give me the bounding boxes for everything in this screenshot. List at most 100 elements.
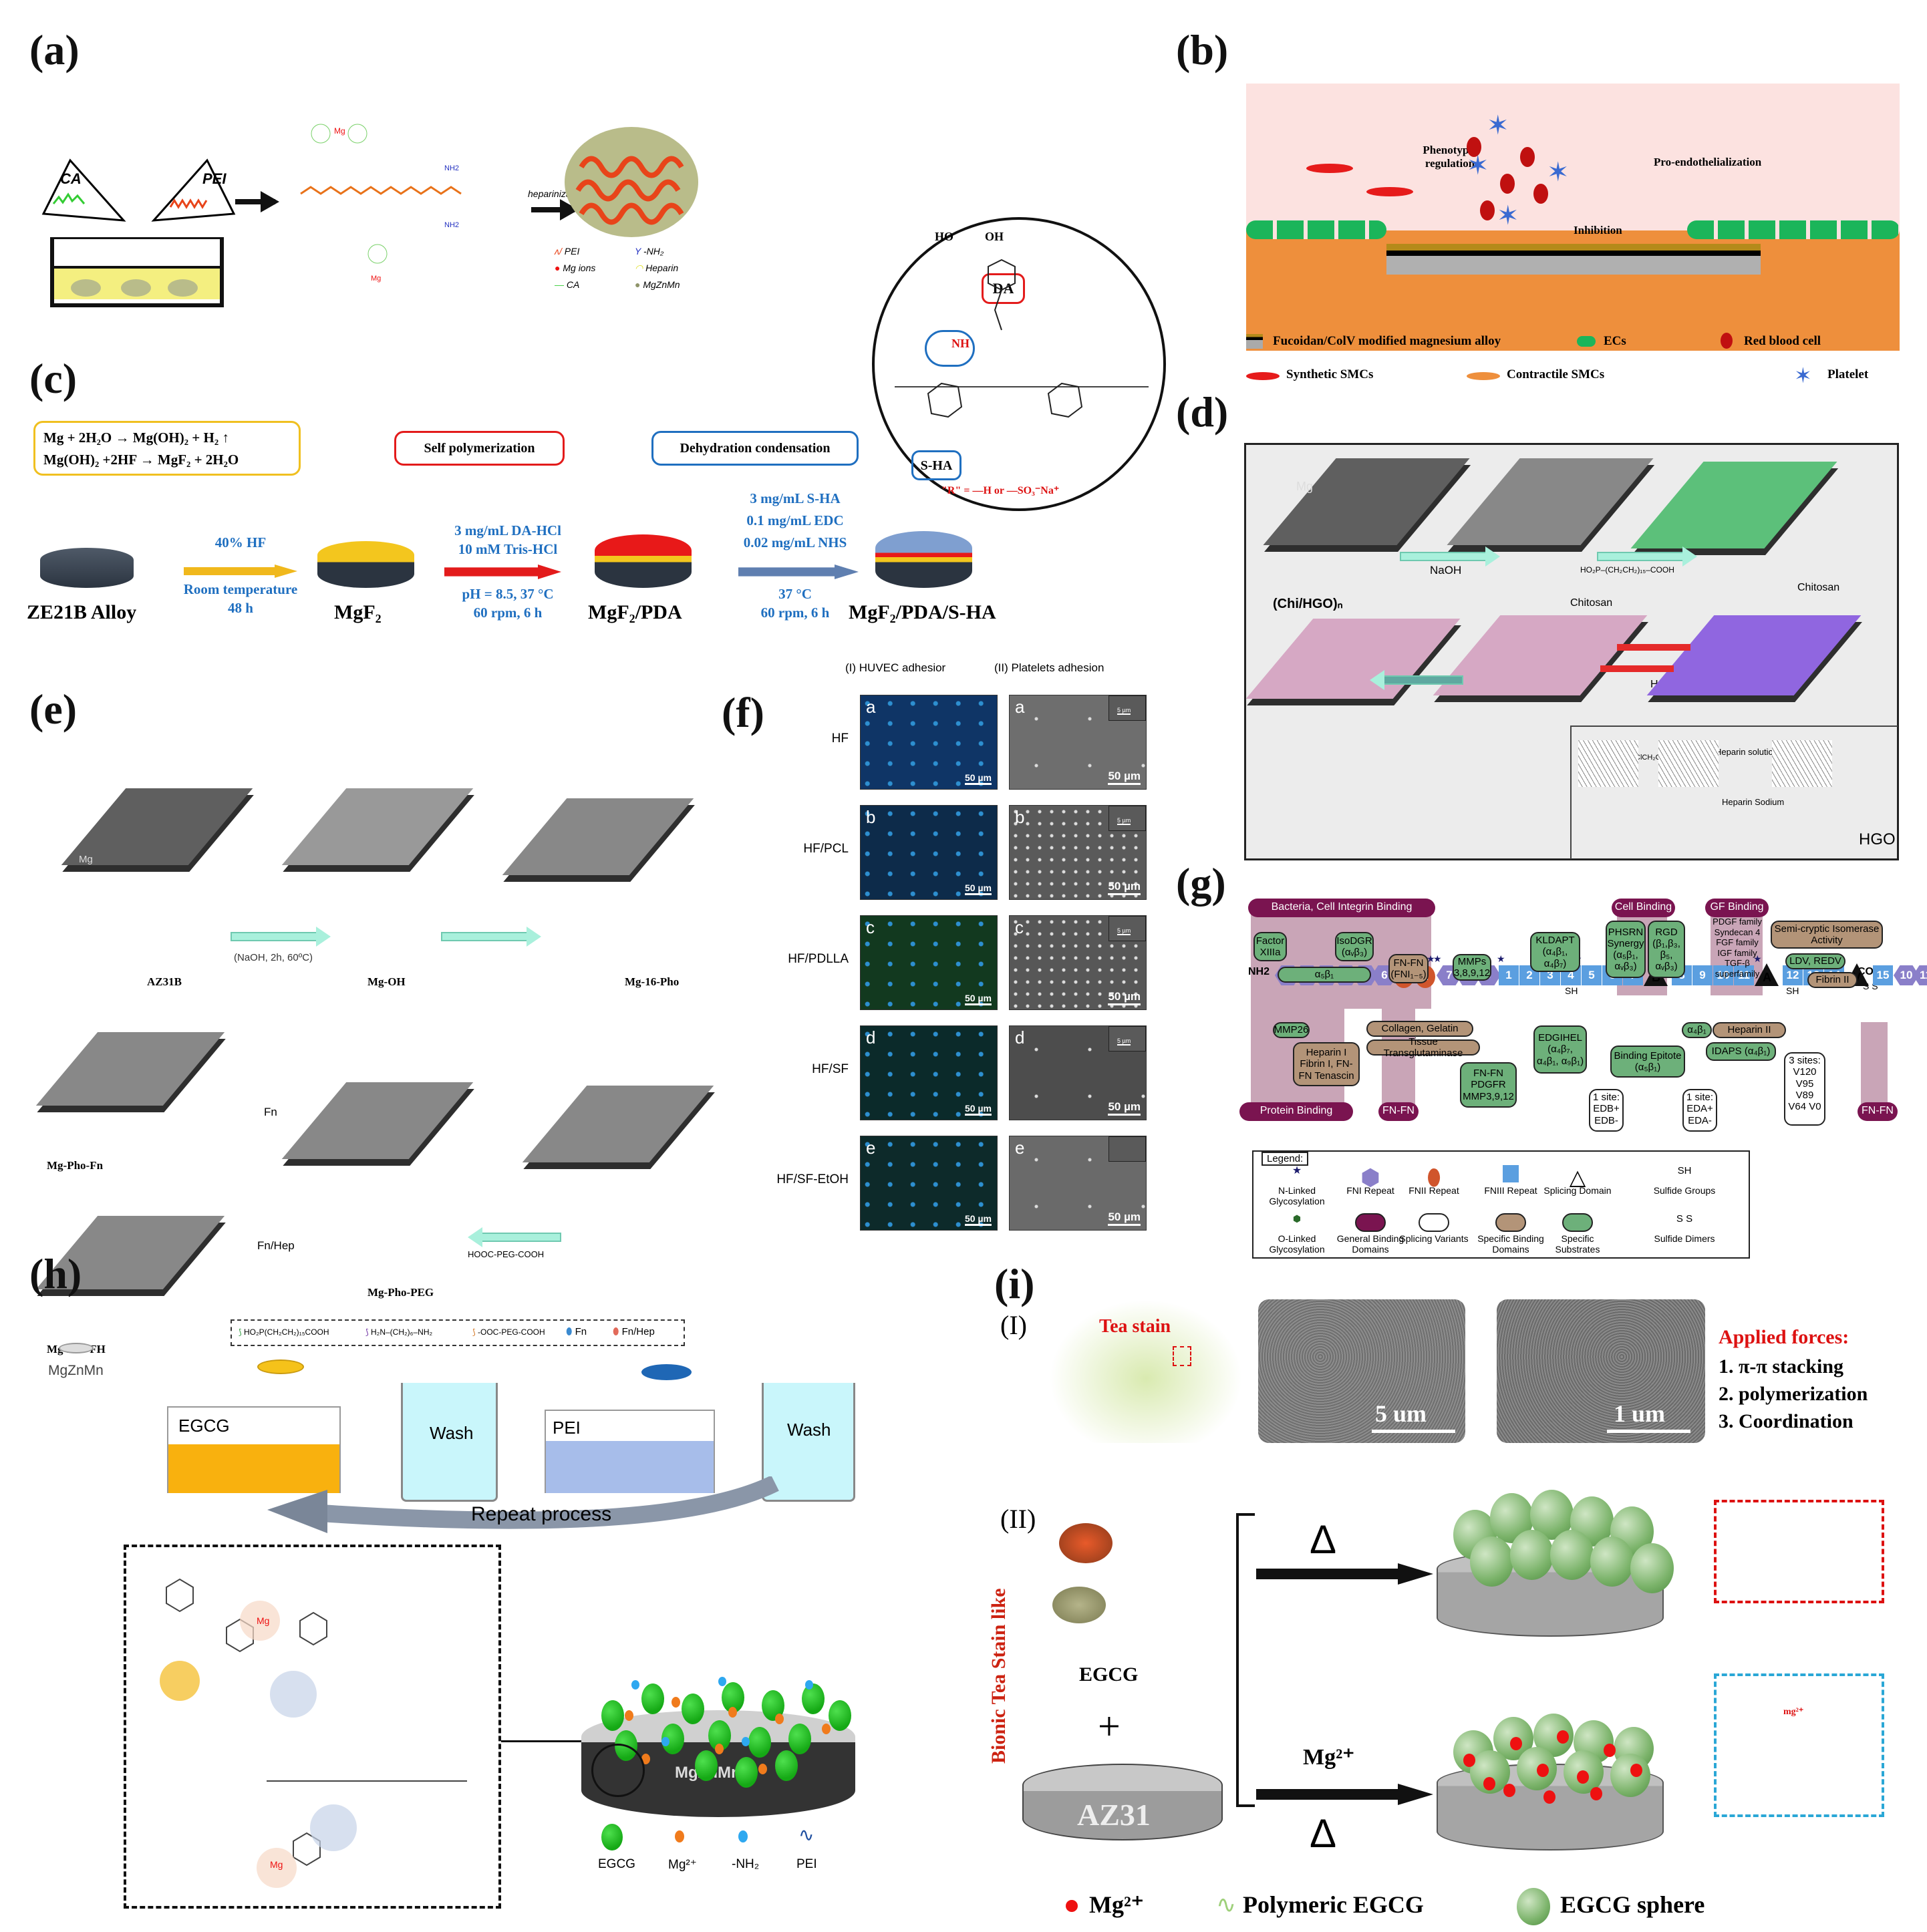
- bacteria-cell-integrin-bar: Bacteria, Cell Integrin Binding: [1248, 899, 1435, 917]
- egcg-particle: [829, 1700, 851, 1731]
- fibrin-ii-box: Fibrin II: [1807, 972, 1858, 988]
- egcg-particle: [641, 1683, 664, 1714]
- ca-flask-label: CA: [60, 170, 82, 187]
- arrow-right-icon: [1256, 1563, 1433, 1585]
- fnhep-label: Fn/Hep: [257, 1239, 295, 1252]
- fniii-repeat: 5: [1582, 965, 1602, 985]
- tea-cup-image: Tea stain: [1049, 1299, 1243, 1443]
- scale-bar: 50 µm: [965, 993, 992, 1005]
- r-definition: "R" = —H or —SO₃⁻Na⁺: [941, 485, 1060, 496]
- inset-image: 5 µm: [1108, 806, 1146, 831]
- arrow-right-icon: [231, 927, 331, 947]
- contractile-smc-icon: [1467, 372, 1500, 380]
- mg-ion-dot: [1463, 1754, 1475, 1767]
- fniii-repeat: 9: [1692, 965, 1713, 985]
- binding-epitote-box: Binding Epitote (α₅β₁): [1610, 1045, 1685, 1078]
- sem-image-5um: 5 um: [1258, 1299, 1465, 1443]
- inset-image: 5 µm: [1108, 916, 1146, 941]
- n-glycosylation-star-icon: ★: [1433, 953, 1442, 964]
- legend-label: FNI Repeat: [1346, 1185, 1394, 1196]
- text-sh-icon: SH: [1677, 1165, 1692, 1176]
- pei-bath-label: PEI: [553, 1418, 581, 1438]
- polymeric-egcg-icon: ∿: [1216, 1891, 1237, 1918]
- fni-repeat: 11: [1913, 965, 1927, 985]
- legend-item: ⟆ HO₂P(CH₂CH₂)₁₅COOH: [239, 1327, 329, 1337]
- reaction-dish: [50, 237, 224, 307]
- mg-ion-dot: [1543, 1790, 1555, 1804]
- fnfn-band: [1382, 909, 1415, 1116]
- legend-label: Specific Binding Domains: [1477, 1233, 1544, 1255]
- splicing-domain-a: [1755, 963, 1779, 986]
- scale-bar: 50 µm: [965, 1103, 992, 1116]
- scale-label: 1 um: [1614, 1400, 1666, 1427]
- hgo-legend-label: HGO: [1859, 830, 1896, 848]
- phosphonic-acid-label: HO₂P–(CH₂CH₂)₁₅–COOH: [1580, 565, 1674, 575]
- reaction-line-1: Mg + 2H₂O → Mg(OH)₂ + H₂ ↑: [43, 430, 229, 446]
- wash-label: Wash: [787, 1420, 831, 1440]
- column-header-huvec: (I) HUVEC adhesior: [845, 661, 946, 674]
- fn-label: Fn: [264, 1106, 277, 1118]
- panel-f-label: (f): [722, 689, 764, 736]
- egcg-sphere: [1590, 1537, 1634, 1587]
- multilayer-plate: [1245, 619, 1461, 699]
- sample-name: Mg-OH: [367, 975, 406, 988]
- egcg-sphere: [1470, 1537, 1513, 1587]
- egcg-particle: [682, 1694, 704, 1724]
- mg-ion-dot: [1577, 1770, 1589, 1784]
- oh-label: OH: [985, 230, 1004, 243]
- pho-plate: [1630, 462, 1837, 548]
- sample-name: AZ31B: [147, 975, 182, 988]
- tea-stain-label: Tea stain: [1099, 1316, 1171, 1337]
- legend-label: PEI: [796, 1857, 817, 1871]
- chi-hgo-label: (Chi/HGO)ₙ: [1273, 597, 1343, 611]
- fniii-repeat: 10: [1713, 965, 1733, 985]
- subpanel-ii-label: (II): [1000, 1504, 1036, 1534]
- pei-chain-icon: ∿: [798, 1824, 814, 1845]
- mg-ion-dot: [1537, 1764, 1549, 1777]
- panel-e-legend: ⟆ HO₂P(CH₂CH₂)₁₅COOH ⟆ H₂N–(CH₂)₆–NH₂ ⟆ …: [231, 1319, 685, 1346]
- text-ss-icon: S S: [1676, 1213, 1693, 1225]
- svg-text:Mg: Mg: [334, 126, 345, 136]
- coated-disc-icon: [257, 1359, 304, 1374]
- amine-icon: [738, 1830, 748, 1842]
- subpanel-i-label: (I): [1000, 1310, 1027, 1340]
- mg-ion-particle: [672, 1697, 680, 1708]
- amide-highlight: [925, 330, 975, 367]
- panel-b-legend: Fucoidan/ColV modified magnesium alloy E…: [1246, 331, 1900, 387]
- legend-item: ⬢FNI Repeat: [1334, 1165, 1407, 1196]
- image-letter: b: [1015, 807, 1025, 827]
- mmp26-box: MMP26: [1273, 1022, 1310, 1038]
- inset-scale: 5 µm: [1117, 927, 1131, 935]
- image-letter: c: [1015, 917, 1024, 937]
- protein-binding-bar: Protein Binding: [1239, 1102, 1353, 1121]
- mg-ion-dot: [1604, 1744, 1616, 1757]
- hooc-peg-cooh-label: HOOC-PEG-COOH: [468, 1249, 545, 1259]
- mg2-label: Mg²⁺: [1303, 1745, 1355, 1770]
- step3-reagent: 0.02 mg/mL NHS: [743, 534, 847, 550]
- legend-label: -NH₂: [732, 1857, 760, 1871]
- legend-item: ★N-Linked Glycosylation: [1260, 1165, 1334, 1206]
- idaps-box: IDAPS (α₄β₁): [1706, 1042, 1776, 1061]
- step3-reagent: 0.1 mg/mL EDC: [746, 512, 844, 528]
- svg-text:Mg: Mg: [270, 1859, 283, 1870]
- amine-particle: [718, 1677, 726, 1686]
- scale-bar: 50 µm: [965, 882, 992, 895]
- image-letter: a: [866, 697, 876, 717]
- inset-scale: 5 µm: [1117, 1037, 1131, 1045]
- kldapt-box: KLDAPT (α₄β₁, α₄β₇): [1530, 932, 1580, 972]
- amine-particle: [661, 1737, 670, 1746]
- legend-item: ◠ Heparin: [635, 263, 679, 273]
- triangle-icon: △: [1569, 1165, 1586, 1189]
- chitosan-label: Chitosan: [1797, 582, 1840, 593]
- arrow-right-icon: [444, 565, 561, 579]
- scale-label: 5 um: [1375, 1400, 1427, 1427]
- arrow-left-icon: [1600, 665, 1674, 672]
- fnfn-c-band: [1861, 1022, 1888, 1116]
- egcg-particle: [748, 1727, 771, 1758]
- plus-sign: +: [1098, 1704, 1121, 1748]
- arrow-right-icon: [1597, 546, 1697, 567]
